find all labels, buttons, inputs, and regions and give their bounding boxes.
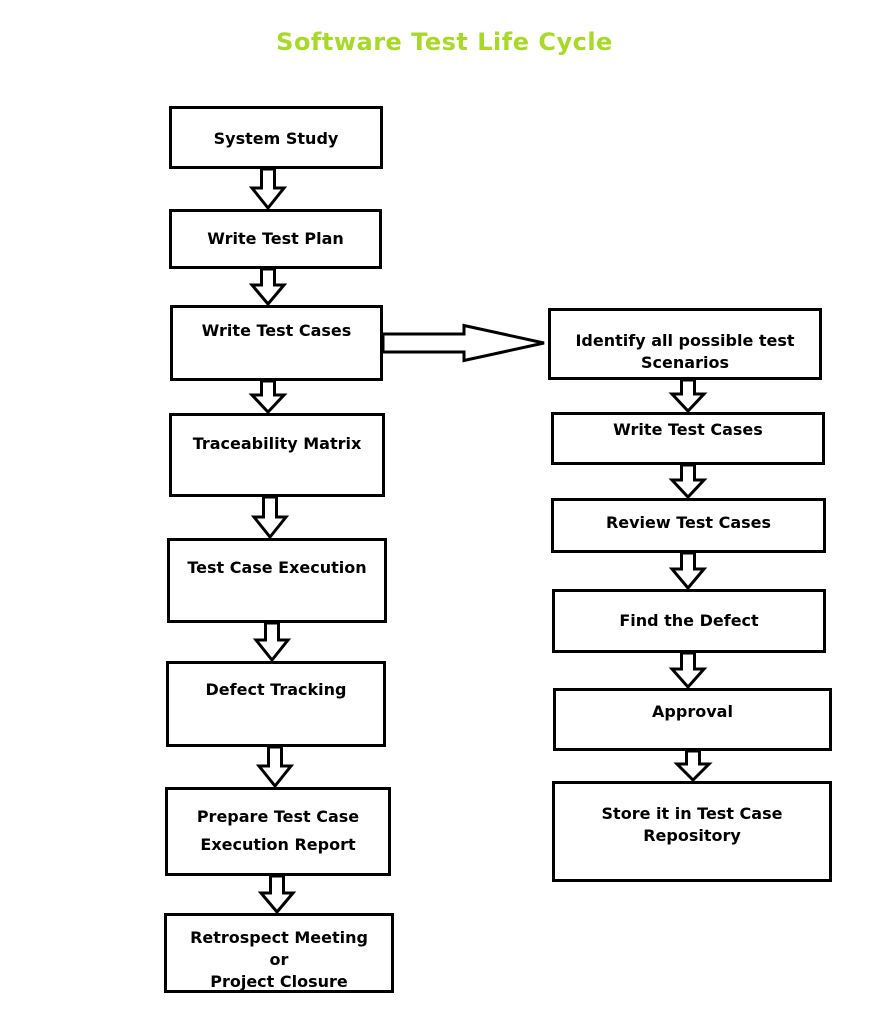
step-label: Store it in Test Case: [601, 804, 783, 823]
diagram-title: Software Test Life Cycle: [276, 28, 613, 56]
down-arrow-icon: [248, 379, 288, 415]
step-write-test-cases-detail: Write Test Cases: [551, 412, 825, 465]
step-label: System Study: [213, 129, 339, 148]
step-label: or: [269, 950, 289, 969]
down-arrow-icon: [255, 745, 295, 789]
step-review-test-cases: Review Test Cases: [551, 498, 826, 553]
step-label: Prepare Test Case: [196, 807, 360, 826]
down-arrow-icon: [668, 463, 708, 500]
step-label: Identify all possible test: [575, 331, 795, 350]
step-traceability-matrix: Traceability Matrix: [169, 413, 385, 497]
step-label: Project Closure: [210, 972, 348, 991]
step-write-test-cases: Write Test Cases: [170, 305, 383, 381]
step-approval: Approval: [553, 688, 832, 751]
step-label: Write Test Cases: [201, 321, 352, 340]
step-label: Retrospect Meeting: [190, 928, 368, 947]
down-arrow-icon: [673, 749, 713, 783]
down-arrow-icon: [248, 167, 288, 211]
step-test-case-execution: Test Case Execution: [167, 538, 387, 623]
step-prepare-test-case-execution-report: Prepare Test Case Execution Report: [165, 787, 391, 876]
down-arrow-icon: [668, 551, 708, 591]
step-label: Execution Report: [200, 835, 356, 854]
down-arrow-icon: [250, 495, 290, 540]
step-label: Traceability Matrix: [192, 434, 362, 453]
step-label: Find the Defect: [619, 611, 759, 630]
step-label: Defect Tracking: [205, 680, 347, 699]
step-label: Write Test Cases: [613, 420, 763, 439]
step-find-the-defect: Find the Defect: [552, 589, 826, 653]
down-arrow-icon: [668, 378, 708, 414]
step-store-it-in-test-case-repository: Store it in Test Case Repository: [552, 781, 832, 882]
down-arrow-icon: [252, 621, 292, 663]
step-label: Write Test Plan: [207, 229, 344, 248]
right-arrow-icon: [381, 323, 545, 363]
step-label: Test Case Execution: [187, 558, 367, 577]
step-retrospect-meeting-or-project-closure: Retrospect Meeting or Project Closure: [164, 913, 394, 993]
step-label: Scenarios: [641, 353, 729, 372]
down-arrow-icon: [668, 651, 708, 690]
step-write-test-plan: Write Test Plan: [169, 209, 382, 269]
step-label: Review Test Cases: [605, 513, 772, 532]
step-defect-tracking: Defect Tracking: [166, 661, 386, 747]
down-arrow-icon: [257, 874, 297, 915]
step-identify-all-possible-test-scenarios: Identify all possible test Scenarios: [548, 308, 822, 380]
step-system-study: System Study: [169, 106, 383, 169]
step-label: Approval: [652, 702, 733, 721]
down-arrow-icon: [248, 267, 288, 307]
step-label: Repository: [643, 826, 741, 845]
